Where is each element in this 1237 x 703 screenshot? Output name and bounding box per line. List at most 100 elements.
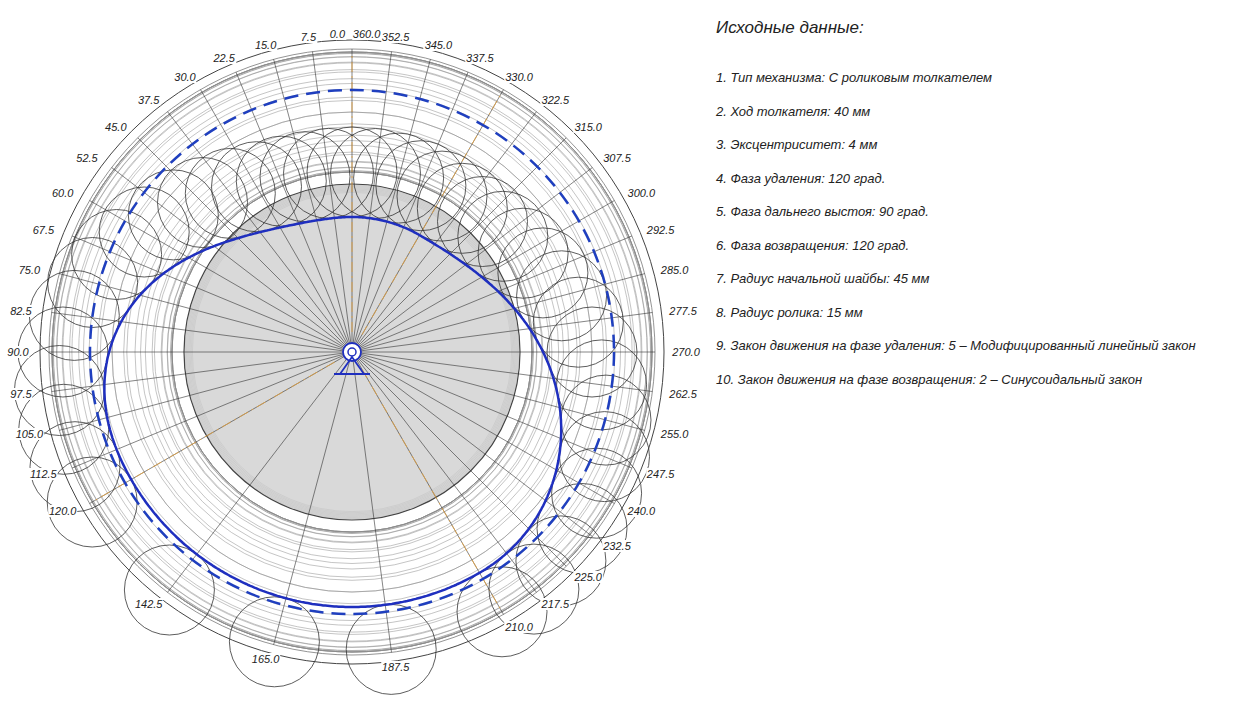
radial-line [274,352,352,645]
angle-label: 60.0 [51,187,74,199]
angle-label: 337.5 [465,52,495,64]
angle-label: 0.0 [329,28,346,40]
roller-circle [212,142,302,232]
roller-circle [229,597,319,687]
roller-circle [158,158,248,248]
outer-circle [40,40,664,664]
pitch-circle [90,90,614,614]
outer-circle [49,49,655,655]
roller-circle [284,128,374,218]
phase-line [352,52,353,332]
angle-label: 285.0 [660,264,690,276]
angle-label: 97.5 [9,388,32,400]
angle-label: 30.0 [173,71,196,83]
roller-circle [457,567,547,657]
angle-label: 90.0 [6,346,29,358]
angle-label: 360.0 [352,28,382,40]
angle-label: 270.0 [671,346,701,358]
radial-line [352,352,655,353]
roller-circle [99,187,189,277]
angle-label: 22.5 [212,52,235,64]
radial-line [59,274,352,352]
angle-label: 315.0 [573,121,603,133]
data-heading: Исходные данные: [716,18,864,38]
angle-label: 210.0 [504,621,534,633]
angle-label: 292.5 [646,224,676,236]
angle-label: 112.5 [29,468,58,480]
radial-line [201,90,353,352]
angle-label: 67.5 [32,224,55,236]
phase-line [362,369,502,611]
radial-line [352,49,353,352]
radial-line [72,352,352,468]
cam-profile [104,217,561,607]
radial-line [112,168,352,353]
support-symbol [334,373,370,375]
data-item: 10. Закон движения на фазе возвращения: … [716,372,1231,388]
radial-line [168,352,353,592]
angle-label: 82.5 [9,305,32,317]
radial-line [352,59,430,352]
angle-label: 330.0 [504,71,534,83]
data-item: 6. Фаза возвращения: 120 град. [716,238,1231,254]
radial-line [352,313,652,353]
roller-circle [47,457,137,547]
radial-line [352,138,566,352]
data-item: 8. Радиус ролика: 15 мм [716,305,1231,321]
roller-circle [557,340,647,430]
roller-circle [29,270,119,360]
data-item: 5. Фаза дальнего выстоя: 90 град. [716,204,1231,220]
roller-circle [236,136,326,226]
angle-label: 240.0 [627,505,657,517]
radial-line [90,352,352,504]
angle-label: 15.0 [254,39,277,51]
angle-label: 165.0 [251,653,281,665]
angle-label: 352.5 [381,31,411,43]
angle-label: 52.5 [75,152,98,164]
angle-label: 187.5 [381,661,411,673]
radial-line [274,59,352,352]
phase-line [362,92,502,334]
support-symbol [340,357,364,374]
roller-circle [438,177,528,267]
radial-line [352,352,614,504]
angle-label: 105.0 [15,428,45,440]
roller-circle [537,484,627,574]
roller-circle [185,148,275,238]
angle-label: 247.5 [646,468,676,480]
angle-label: 277.5 [668,305,698,317]
roller-circle [533,277,623,367]
phase-line [92,362,334,502]
pivot [348,348,356,356]
angle-label: 322.5 [541,94,571,106]
angle-label: 225.0 [573,571,603,583]
angle-label: 7.5 [300,31,317,43]
data-item: 2. Ход толкателя: 40 мм [716,104,1231,120]
data-item: 4. Фаза удаления: 120 град. [716,171,1231,187]
angle-label: 262.5 [668,388,698,400]
radial-line [352,352,652,392]
radial-line [352,352,504,614]
radial-line [52,313,352,353]
radial-line [52,352,352,392]
roller-circle [397,151,487,241]
radial-line [352,352,632,468]
data-item: 7. Радиус начальной шайбы: 45 мм [716,271,1231,287]
angle-label: 345.0 [424,39,454,51]
radial-line [49,352,352,353]
radial-line [352,352,566,566]
angle-label: 45.0 [104,121,127,133]
angle-label: 217.5 [541,598,571,610]
angle-label: 142.5 [134,598,164,610]
angle-label: 307.5 [602,152,632,164]
radial-line [352,112,537,352]
roller-circle [354,133,444,223]
data-item: 1. Тип механизма: С роликовым толкателем [716,70,1231,86]
angle-label: 300.0 [627,187,657,199]
roller-circle [331,129,421,219]
roller-circle [346,604,436,694]
angle-label: 120.0 [48,505,78,517]
angle-label: 37.5 [137,94,160,106]
radial-line [352,72,468,352]
data-item: 3. Эксцентриситет: 4 мм [716,137,1231,153]
